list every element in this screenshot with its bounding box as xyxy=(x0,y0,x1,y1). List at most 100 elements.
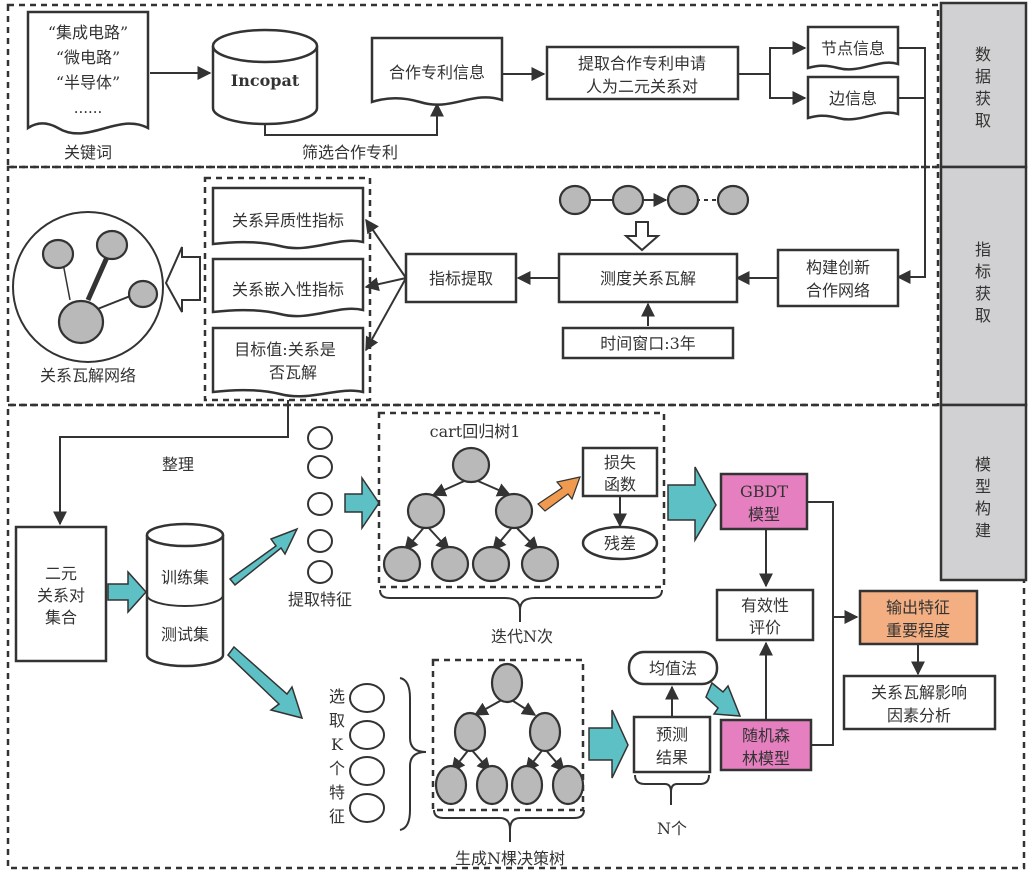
arrow-to-embeddedness xyxy=(364,277,407,292)
arrow-to-node-info xyxy=(738,41,807,75)
stage-label-char-data: 数 xyxy=(975,45,991,64)
network-caption: 关系瓦解网络 xyxy=(40,366,136,385)
stage-label-char-model: 型 xyxy=(975,477,991,496)
binary-set-line3: 集合 xyxy=(45,608,77,627)
build-network-line2: 合作网络 xyxy=(806,281,870,300)
arrow-to-build-network xyxy=(896,47,926,284)
edge-info-document xyxy=(806,75,900,121)
residual-ellipse xyxy=(581,525,659,561)
gbdt-model-line1: GBDT xyxy=(740,482,788,501)
stage-label-char-index: 获 xyxy=(975,284,991,303)
arrow-to-heterogeneity xyxy=(365,218,407,279)
dissolution-chain-graphic xyxy=(558,184,750,216)
keyword-ellipsis: ...... xyxy=(74,99,103,117)
cart-tree-graphic xyxy=(382,446,560,583)
factor-analysis-box xyxy=(842,674,997,731)
iterate-label: 迭代N次 xyxy=(491,627,553,646)
random-forest-line2: 林模型 xyxy=(742,749,790,768)
indicator-group-frame xyxy=(203,176,372,402)
stage-label-char-model: 模 xyxy=(975,455,991,474)
select-k-char: 征 xyxy=(329,807,345,826)
keywords-caption: 关键词 xyxy=(64,143,112,162)
edge-info-label: 边信息 xyxy=(829,89,877,108)
iterate-brace xyxy=(379,589,663,622)
time-window-box xyxy=(561,326,735,360)
train-set-label: 训练集 xyxy=(161,568,209,587)
database-label: Incopat xyxy=(231,71,300,90)
feature-circles xyxy=(307,426,333,584)
output-importance-box xyxy=(858,589,979,646)
arrow-filter xyxy=(264,102,444,136)
heterogeneity-indicator-label: 关系异质性指标 xyxy=(232,211,344,230)
embeddedness-indicator-document xyxy=(211,257,365,318)
effectiveness-box xyxy=(715,588,815,642)
stage-label-char-data: 据 xyxy=(975,67,991,86)
n-count-brace xyxy=(634,774,710,805)
section-frame-model xyxy=(6,403,1026,870)
effectiveness-line1: 有效性 xyxy=(741,596,789,615)
index-extraction-label: 指标提取 xyxy=(429,269,493,288)
test-set-label: 测试集 xyxy=(161,625,209,644)
stage-label-data xyxy=(939,1,1028,169)
random-forest-tree-graphic xyxy=(434,662,585,806)
coop-patent-info-label: 合作专利信息 xyxy=(389,63,485,82)
stage-label-char-model: 构 xyxy=(975,499,991,518)
keyword-1: “集成电路” xyxy=(48,23,128,42)
cart-tree-frame xyxy=(377,411,666,589)
extract-features-label: 提取特征 xyxy=(288,590,352,609)
stage-label-char-model: 建 xyxy=(975,521,991,540)
stage-label-char-index: 指 xyxy=(975,240,991,259)
select-k-char: 选 xyxy=(329,687,345,706)
teal-arrow-to-cart xyxy=(344,475,380,531)
stage-label-char-data: 获 xyxy=(975,89,991,108)
generate-trees-label: 生成N棵决策树 xyxy=(455,849,565,868)
factor-analysis-line1: 关系瓦解影响 xyxy=(871,683,967,702)
stage-label-char-data: 取 xyxy=(975,111,991,130)
arrow-organize xyxy=(53,400,289,526)
build-network-line1: 构建创新 xyxy=(806,258,870,277)
output-importance-line1: 输出特征 xyxy=(886,598,950,617)
cart-tree-title: cart回归树1 xyxy=(430,422,521,441)
mean-method-label: 均值法 xyxy=(649,659,697,678)
random-forest-trees-frame xyxy=(431,658,585,812)
hollow-left-arrow xyxy=(164,246,201,313)
teal-arrow-to-prediction xyxy=(588,709,629,779)
binary-set-box xyxy=(14,525,108,663)
organize-label: 整理 xyxy=(162,455,194,474)
target-value-line1: 目标值:关系是 xyxy=(234,340,335,359)
gbdt-model-line2: 模型 xyxy=(748,505,780,524)
keyword-2: “微电路” xyxy=(56,48,120,67)
train-test-cylinder xyxy=(145,522,225,668)
select-k-brace xyxy=(399,677,427,831)
embeddedness-indicator-label: 关系嵌入性指标 xyxy=(232,280,344,299)
extract-pairs-line2: 人为二元关系对 xyxy=(586,77,698,96)
select-k-char: 特 xyxy=(329,783,345,802)
teal-arrow-to-dataset xyxy=(107,570,148,614)
random-forest-line1: 随机森 xyxy=(742,726,790,745)
stage-label-char-index: 取 xyxy=(975,306,991,325)
filter-label: 筛选合作专利 xyxy=(302,143,398,162)
select-k-char: 取 xyxy=(329,711,345,730)
output-importance-line2: 重要程度 xyxy=(886,621,950,640)
prediction-line1: 预测 xyxy=(656,725,688,744)
binary-set-line2: 关系对 xyxy=(37,586,85,605)
binary-set-line1: 二元 xyxy=(45,564,77,583)
select-k-char: K xyxy=(331,735,344,754)
measure-dissolution-label: 测度关系瓦解 xyxy=(600,269,696,288)
coop-patent-info-document xyxy=(370,36,504,106)
target-value-line2: 否瓦解 xyxy=(269,363,317,382)
n-count-label: N个 xyxy=(657,819,687,838)
arrow-gbdt-to-output xyxy=(807,501,859,624)
orange-arrow-to-loss xyxy=(537,476,581,512)
gbdt-model-box xyxy=(719,472,809,531)
target-value-document xyxy=(211,326,365,398)
select-k-char: 个 xyxy=(329,759,345,778)
keyword-3: “半导体” xyxy=(56,73,120,92)
effectiveness-line2: 评价 xyxy=(749,618,781,637)
stage-label-index xyxy=(939,165,1028,407)
factor-analysis-line2: 因素分析 xyxy=(887,706,951,725)
loss-function-line1: 损失 xyxy=(604,453,636,472)
heterogeneity-indicator-document xyxy=(211,186,365,250)
stage-label-model xyxy=(939,403,1028,582)
